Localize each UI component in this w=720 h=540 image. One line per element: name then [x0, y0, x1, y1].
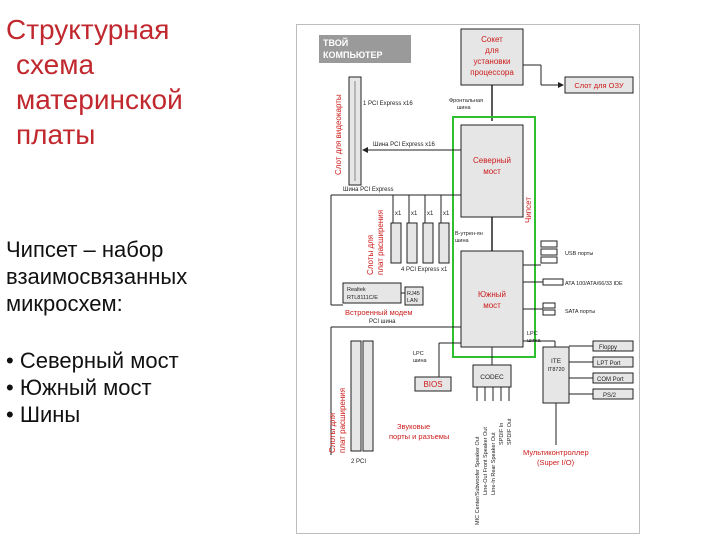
bios-box	[414, 376, 452, 392]
bus-pcie-label: Шина PCI Express	[343, 187, 394, 193]
expansion-top-line-1: Слоты для	[366, 235, 375, 275]
socket-line-3: установки	[473, 57, 510, 66]
codec-label: CODEC	[480, 374, 504, 381]
motherboard-diagram: ТВОЙ КОМПЬЮТЕР Сокет для установки проце…	[296, 24, 640, 534]
pcie-x1-slot-4	[438, 222, 450, 264]
x1-label-2: x1	[411, 211, 418, 217]
body-line-2: взаимосвязанных	[6, 264, 188, 289]
x1-label-3: x1	[427, 211, 434, 217]
audio-port-5: SPDIF Out	[507, 418, 513, 445]
title-line-3: материнской	[16, 84, 183, 115]
ide-label: ATA 100/ATA/66/33 IDE	[565, 281, 623, 287]
multi-line-2: (Super I/O)	[537, 458, 575, 467]
usb-ports-icon	[540, 240, 558, 264]
bullet-buses: • Шины	[6, 402, 81, 427]
pcie-x1-slot-2	[406, 222, 418, 264]
internal-bus-line-1: В-утрен-ян	[455, 231, 483, 237]
audio-port-1: MIC Center/Subwoofer Speaker Out	[475, 436, 481, 525]
floppy-label: Floppy	[599, 345, 617, 351]
ite-line-2: IT8720	[547, 367, 564, 373]
ps2-label: PS/2	[603, 393, 617, 399]
bullet-south-bridge: • Южный мост	[6, 375, 152, 400]
pcie-x1-4-label: 4 PCI Express x1	[401, 267, 448, 273]
codec-box	[472, 364, 512, 388]
diagram-svg: ТВОЙ КОМПЬЮТЕР Сокет для установки проце…	[319, 28, 634, 525]
video-slot-label: Слот для видеокарты	[334, 94, 343, 175]
realtek-line-2: RTL8111C/E	[347, 295, 378, 301]
audio-port-4: SPDIF In	[499, 423, 505, 445]
south-bridge-line-2: мост	[483, 301, 501, 310]
chipset-label: Чипсет	[524, 197, 533, 223]
rj45-line-2: LAN	[407, 298, 418, 304]
com-label: COM Port	[597, 377, 624, 383]
pcie-x16-1-label: 1 PCI Express x16	[363, 101, 413, 107]
lpc-bus-1-line-2: шина	[413, 358, 428, 364]
bios-label: BIOS	[423, 380, 442, 389]
pci-slot-2	[362, 340, 374, 452]
north-bridge-line-2: мост	[483, 167, 501, 176]
south-bridge-box	[460, 250, 524, 348]
x1-label-1: x1	[395, 211, 402, 217]
lpc-bus-1-line-1: LPC	[413, 351, 424, 357]
title-line-2: схема	[16, 49, 95, 80]
audio-port-2: Line-Out Front Speaker Out	[483, 427, 489, 495]
x1-label-4: x1	[443, 211, 450, 217]
body-line-3: микросхем:	[6, 291, 123, 316]
socket-line-1: Сокет	[481, 35, 503, 44]
audio-line-1: Звуковые	[397, 422, 430, 431]
logo-line-2: КОМПЬЮТЕР	[323, 50, 383, 60]
fsb-line-1: Фронтальная	[449, 98, 483, 104]
chipset-frame	[452, 116, 536, 358]
fsb-line-2: шина	[457, 105, 472, 111]
ite-line-1: ITE	[551, 358, 562, 365]
ide-connector	[542, 278, 564, 286]
body-line-1: Чипсет – набор	[6, 237, 164, 262]
title-line-1: Структурная	[6, 14, 170, 45]
pci-bus-label: PCI шина	[369, 319, 396, 325]
audio-port-3: Line-In Rear Speaker Out	[491, 432, 497, 495]
pcie-x1-slot-3	[422, 222, 434, 264]
ite-box	[542, 346, 570, 404]
modem-label: Встроенный модем	[345, 308, 413, 317]
pci-2-label: 2 PCI	[351, 459, 366, 465]
expansion-bottom-line-1: Слоты для	[328, 413, 337, 453]
bullet-north-bridge: • Северный мост	[6, 348, 179, 373]
lpt-label: LPT Port	[597, 361, 621, 367]
ram-slot-box	[564, 76, 634, 94]
rj45-box	[404, 286, 424, 306]
ram-slot-label: Слот для ОЗУ	[574, 81, 624, 90]
multi-line-1: Мультиконтроллер	[523, 448, 589, 457]
realtek-line-1: Realtek	[347, 287, 366, 293]
north-bridge-box	[460, 124, 524, 218]
internal-bus-line-2: шина	[455, 238, 470, 244]
pcie-x1-slot-1	[390, 222, 402, 264]
logo-line-1: ТВОЙ	[323, 37, 348, 48]
north-bridge-line-1: Северный	[473, 156, 511, 165]
audio-line-2: порты и разъемы	[389, 432, 449, 441]
socket-line-4: процессора	[470, 68, 514, 77]
logo: ТВОЙ КОМПЬЮТЕР	[319, 35, 411, 63]
pci-slot-1	[350, 340, 362, 452]
expansion-top-line-2: плат расширения	[376, 210, 385, 275]
title-line-4: платы	[16, 119, 96, 150]
expansion-bottom-line-2: плат расширения	[338, 388, 347, 453]
sata-ports-icon	[542, 302, 556, 316]
slide-body: Чипсет – набор взаимосвязанных микросхем…	[6, 236, 266, 428]
socket-line-2: для	[485, 46, 499, 55]
lpc-bus-2-line-1: LPC	[527, 331, 538, 337]
south-bridge-line-1: Южный	[478, 290, 506, 299]
socket-box	[460, 28, 524, 86]
sata-label: SATA порты	[565, 309, 595, 315]
bus-pcie-x16-label: Шина PCI Express x16	[373, 142, 436, 148]
rj45-line-1: RJ45	[407, 291, 420, 297]
slide-title: Структурная схема материнской платы	[6, 12, 246, 152]
usb-ports-label: USB порты	[565, 251, 593, 257]
